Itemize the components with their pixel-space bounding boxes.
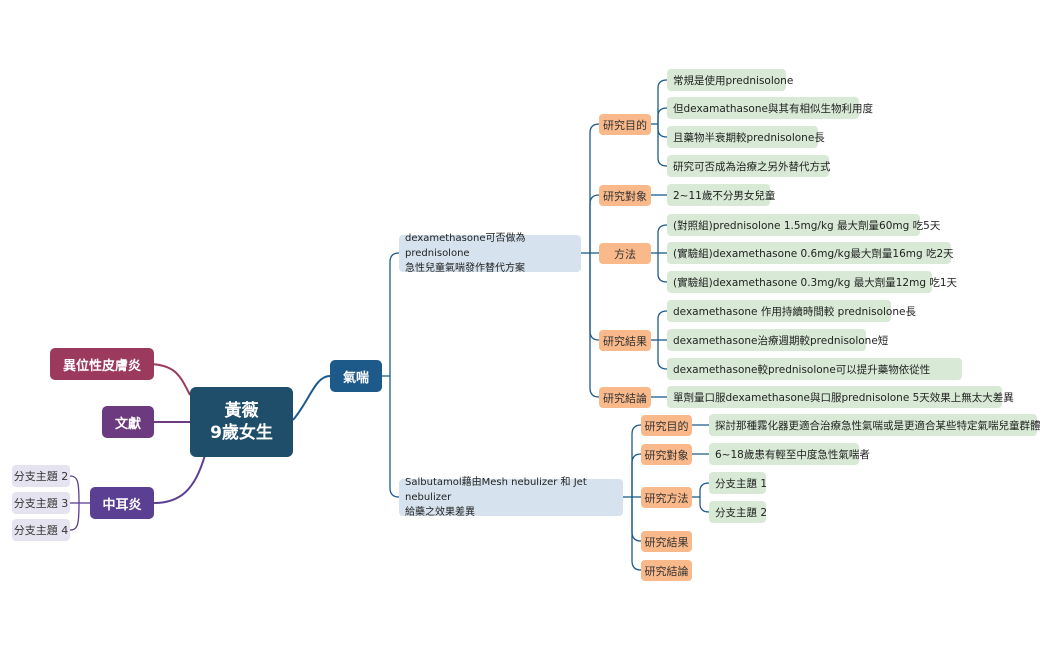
topic-otitis-media[interactable]: 中耳炎 (90, 487, 154, 519)
study1-methods-label[interactable]: 方法 (599, 243, 651, 264)
study1-results-label[interactable]: 研究結果 (599, 330, 651, 351)
study1-purpose-label[interactable]: 研究目的 (599, 114, 651, 135)
topic-asthma[interactable]: 氣喘 (330, 360, 382, 392)
study1-results-item[interactable]: dexamethasone治療週期較prednisolone短 (667, 329, 888, 351)
study1-purpose-item[interactable]: 且藥物半衰期較prednisolone長 (667, 126, 825, 148)
otitis-subtopic[interactable]: 分支主題 2 (12, 465, 70, 487)
study1-purpose-item[interactable]: 研究可否成為治療之另外替代方式 (667, 155, 831, 177)
study2-title[interactable]: Salbutamol藉由Mesh nebulizer 和 Jet nebuliz… (399, 477, 623, 518)
study2-methods-item[interactable]: 分支主題 1 (709, 472, 767, 494)
study1-methods-item[interactable]: (對照組)prednisolone 1.5mg/kg 最大劑量60mg 吃5天 (667, 214, 940, 236)
study1-conclusion-label[interactable]: 研究結論 (599, 387, 651, 408)
topic-literature[interactable]: 文獻 (102, 406, 154, 438)
study2-purpose-item[interactable]: 探討那種霧化器更適合治療急性氣喘或是更適合某些特定氣喘兒童群體 (709, 414, 1041, 436)
study2-methods-item[interactable]: 分支主題 2 (709, 501, 767, 523)
study1-methods-item[interactable]: (實驗組)dexamethasone 0.6mg/kg最大劑量16mg 吃2天 (667, 242, 954, 264)
study2-conclusion-label[interactable]: 研究結論 (641, 560, 692, 581)
topic-atopic-dermatitis[interactable]: 異位性皮膚炎 (50, 348, 154, 380)
study2-results-label[interactable]: 研究結果 (641, 531, 692, 552)
study1-conclusion-item[interactable]: 單劑量口服dexamethasone與口服prednisolone 5天效果上無… (667, 386, 1014, 408)
study2-subjects-label[interactable]: 研究對象 (641, 444, 692, 465)
study1-subjects-item[interactable]: 2~11歲不分男女兒童 (667, 184, 775, 206)
study2-subjects-item[interactable]: 6~18歲患有輕至中度急性氣喘者 (709, 443, 870, 465)
study1-results-item[interactable]: dexamethasone較prednisolone可以提升藥物依從性 (667, 358, 962, 380)
root-node[interactable]: 黃薇 9歲女生 (190, 387, 293, 457)
otitis-subtopic[interactable]: 分支主題 3 (12, 492, 70, 514)
study2-purpose-label[interactable]: 研究目的 (641, 415, 692, 436)
study1-results-item[interactable]: dexamethasone 作用持續時間較 prednisolone長 (667, 300, 916, 322)
study1-title[interactable]: dexamethasone可否做為 prednisolone 急性兒童氣喘發作替… (399, 233, 581, 274)
study2-methods-label[interactable]: 研究方法 (641, 487, 692, 508)
study1-methods-item[interactable]: (實驗組)dexamethasone 0.3mg/kg 最大劑量12mg 吃1天 (667, 271, 957, 293)
study1-purpose-item[interactable]: 但dexamathasone與其有相似生物利用度 (667, 97, 873, 119)
otitis-subtopic[interactable]: 分支主題 4 (12, 519, 70, 541)
study1-purpose-item[interactable]: 常規是使用prednisolone (667, 69, 793, 91)
study1-subjects-label[interactable]: 研究對象 (599, 185, 651, 206)
